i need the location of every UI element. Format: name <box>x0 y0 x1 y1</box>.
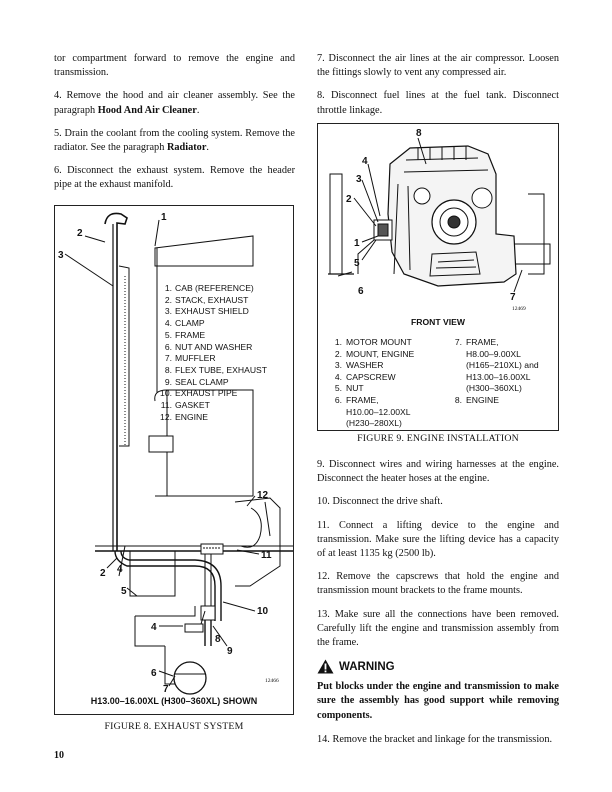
legend-item: 3.EXHAUST SHIELD <box>164 306 249 317</box>
left-column: tor compartment forward to remove the en… <box>54 52 295 202</box>
step-9: 9. Disconnect wires and wiring harnesses… <box>317 459 559 485</box>
step-13: 13. Make sure all the connections have b… <box>317 608 559 649</box>
callout-3: 3 <box>356 174 362 185</box>
step-4-text: 4. Remove the hood and air cleaner assem… <box>54 90 295 116</box>
callout-4-lower: 4 <box>151 622 157 633</box>
figure-9-caption: FIGURE 9. ENGINE INSTALLATION <box>357 433 519 444</box>
step-5-text: 5. Drain the coolant from the cooling sy… <box>54 127 295 154</box>
front-view-label: FRONT VIEW <box>411 317 465 327</box>
figure-9-number: 12469 <box>512 306 526 312</box>
callout-5: 5 <box>354 258 360 269</box>
figure-8-legend: 1.CAB (REFERENCE) 2.STACK, EXHAUST 3.EXH… <box>158 283 267 423</box>
legend-item: 8.FLEX TUBE, EXHAUST <box>164 364 268 375</box>
figure-8-number: 12466 <box>265 678 279 684</box>
legend-item: 1.CAB (REFERENCE) <box>164 283 254 293</box>
callout-2-lower: 2 <box>100 568 106 579</box>
page-number: 10 <box>54 750 64 761</box>
right-column-bottom: 9. Disconnect wires and wiring harnesses… <box>317 458 559 756</box>
callout-4: 4 <box>362 156 368 167</box>
step-12: 12. Remove the capscrews that hold the e… <box>317 571 559 597</box>
step-5: 5. Drain the coolant from the cooling sy… <box>54 127 295 154</box>
callout-12: 12 <box>257 490 269 501</box>
legend-item: 8.ENGINE <box>454 394 499 405</box>
warning-heading: WARNING <box>317 659 559 674</box>
callout-3: 3 <box>58 250 64 261</box>
figure-8-exhaust-system: 1 2 3 12 11 2 4 5 10 4 8 9 6 7 1.CAB (RE… <box>54 205 294 715</box>
callout-4-upper: 4 <box>117 564 123 575</box>
warning-text: Put blocks under the engine and transmis… <box>317 681 559 721</box>
step-10: 10. Disconnect the drive shaft. <box>317 496 443 508</box>
step-6: 6. Disconnect the exhaust system. Remove… <box>54 165 295 191</box>
callout-1: 1 <box>161 212 167 223</box>
callout-9: 9 <box>227 646 233 657</box>
figure-9-legend-right: 7.FRAME, H8.00–9.00XL (H165–210XL) and H… <box>450 337 539 407</box>
callout-2-top: 2 <box>77 228 83 239</box>
callout-5: 5 <box>121 586 127 597</box>
callout-8: 8 <box>215 634 221 645</box>
legend-item: 1.MOTOR MOUNT <box>334 337 412 347</box>
callout-6: 6 <box>151 668 157 679</box>
callout-7: 7 <box>163 684 169 695</box>
callout-10: 10 <box>257 606 269 617</box>
legend-item: 7.MUFFLER <box>164 353 216 364</box>
legend-item: 12.ENGINE <box>160 411 208 422</box>
legend-item: 2.STACK, EXHAUST <box>164 294 249 305</box>
figure-9-legend-left: 1.MOTOR MOUNT 2.MOUNT, ENGINE 3.WASHER 4… <box>330 337 414 430</box>
exhaust-system-drawing: 1 2 3 12 11 2 4 5 10 4 8 9 6 7 <box>58 212 293 695</box>
step-3-continued: tor compartment forward to remove the en… <box>54 53 295 79</box>
warning-triangle-icon <box>317 659 334 674</box>
callout-1: 1 <box>354 238 360 249</box>
legend-item: 4.CLAMP <box>164 318 205 329</box>
legend-item: 10.EXHAUST PIPE <box>160 388 238 399</box>
callout-11: 11 <box>261 550 272 561</box>
legend-item: 9.SEAL CLAMP <box>164 376 229 387</box>
legend-item: 6.NUT AND WASHER <box>164 341 253 352</box>
step-4-reference: Hood And Air Cleaner <box>97 104 197 116</box>
legend-item: 6.FRAME, H10.00–12.00XL (H230–280XL) <box>334 394 411 429</box>
figure-8-caption: FIGURE 8. EXHAUST SYSTEM <box>104 721 244 732</box>
step-7: 7. Disconnect the air lines at the air c… <box>317 53 559 79</box>
legend-item: 11.GASKET <box>160 400 210 411</box>
callout-8: 8 <box>416 128 422 139</box>
step-14: 14. Remove the bracket and linkage for t… <box>317 733 553 745</box>
step-5-reference: Radiator <box>166 142 207 154</box>
callout-2: 2 <box>346 194 352 205</box>
figure-9-engine-installation: 8 4 3 2 1 5 6 7 12469 FRONT VIEW 1.MOTOR… <box>317 123 559 431</box>
callout-7: 7 <box>510 292 516 303</box>
step-8: 8. Disconnect fuel lines at the fuel tan… <box>317 90 559 116</box>
legend-item: 7.FRAME, H8.00–9.00XL (H165–210XL) and H… <box>454 337 539 394</box>
figure-8-subtitle: H13.00–16.00XL (H300–360XL) SHOWN <box>90 696 258 706</box>
step-11: 11. Connect a lifting device to the engi… <box>317 519 559 560</box>
legend-item: 5.FRAME <box>164 329 206 340</box>
legend-item: 3.WASHER <box>334 360 384 371</box>
legend-item: 4.CAPSCREW <box>334 371 396 382</box>
legend-item: 5.NUT <box>334 383 364 394</box>
engine-installation-drawing: 8 4 3 2 1 5 6 7 <box>328 128 551 303</box>
step-4: 4. Remove the hood and air cleaner assem… <box>54 90 295 116</box>
right-column-top: 7. Disconnect the air lines at the air c… <box>317 52 559 127</box>
legend-item: 2.MOUNT, ENGINE <box>334 348 415 359</box>
callout-6: 6 <box>358 286 364 297</box>
warning-title: WARNING <box>339 660 395 673</box>
